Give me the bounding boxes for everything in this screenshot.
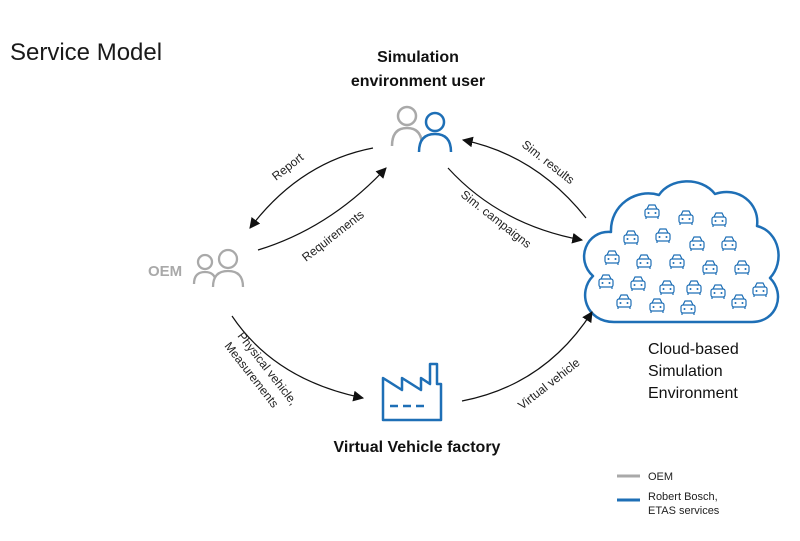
factory-icon — [381, 362, 443, 422]
legend-label-bosch-line2: ETAS services — [648, 505, 720, 517]
edge-label-requirements: Requirements — [299, 207, 366, 264]
user-label-line2: environment user — [351, 73, 485, 90]
arrow-report — [249, 147, 374, 229]
arrow-physical-vehicle — [231, 315, 365, 402]
edge-label-virtual-vehicle: Virtual vehicle — [515, 355, 583, 412]
user-icon — [390, 105, 453, 153]
arrow-sim-results — [461, 136, 587, 219]
oem-icon — [192, 248, 245, 288]
page-title: Service Model — [10, 39, 162, 66]
cloud-icon — [582, 180, 780, 324]
user-blue-person-icon — [417, 111, 453, 153]
cloud-label-line1: Cloud-based — [648, 341, 739, 358]
arrow-requirements — [257, 167, 387, 251]
oem-label: OEM — [148, 263, 182, 280]
cloud-label-line3: Environment — [648, 385, 738, 402]
legend-label-bosch-line1: Robert Bosch, — [648, 491, 718, 503]
edge-label-sim-campaigns: Sim. campaigns — [458, 187, 534, 251]
legend-label-oem: OEM — [648, 471, 673, 483]
factory-label: Virtual Vehicle factory — [334, 439, 501, 456]
arrow-sim-campaigns — [447, 167, 584, 244]
user-gray-person-icon — [390, 105, 424, 147]
cloud-label-line2: Simulation — [648, 363, 723, 380]
user-label-line1: Simulation — [377, 49, 459, 66]
arrow-virtual-vehicle — [461, 311, 593, 402]
legend: OEM Robert Bosch, ETAS services — [617, 471, 720, 517]
